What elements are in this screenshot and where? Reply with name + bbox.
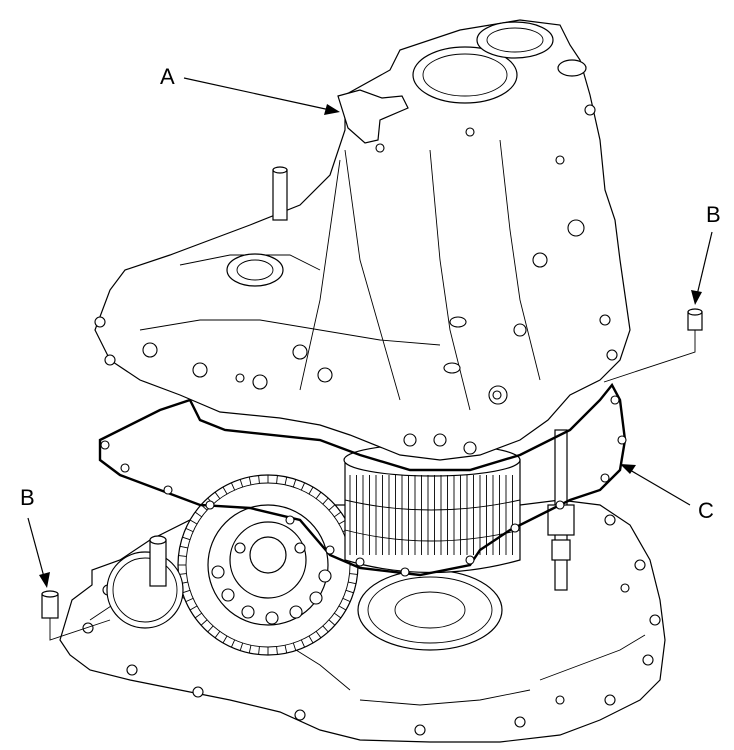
gear-tooth bbox=[200, 619, 208, 626]
gear-tooth bbox=[239, 479, 244, 488]
gear-hub-bolts bbox=[211, 542, 332, 625]
gear-tooth bbox=[182, 589, 191, 594]
gear-tooth bbox=[276, 475, 278, 484]
gear-tooth bbox=[258, 475, 260, 484]
callout-label-c: C bbox=[698, 498, 714, 523]
gasket-holes bbox=[100, 395, 627, 577]
gear-tooth bbox=[189, 519, 198, 525]
gear-tooth bbox=[258, 646, 260, 655]
gear-tooth bbox=[328, 619, 336, 626]
gear-tooth bbox=[322, 497, 329, 505]
gear-tooth bbox=[222, 635, 228, 644]
gear-tooth bbox=[214, 491, 221, 499]
dowel-pin-right bbox=[603, 308, 703, 383]
gear-tooth bbox=[349, 573, 358, 575]
gear-tooth bbox=[239, 642, 244, 651]
callout-label-b-left: B bbox=[20, 485, 35, 510]
gear-tooth bbox=[214, 631, 221, 639]
gear-tooth bbox=[292, 642, 297, 651]
gear-tooth bbox=[334, 612, 342, 619]
small-gear bbox=[106, 535, 184, 629]
gear-tooth bbox=[207, 625, 214, 633]
gear-tooth bbox=[230, 482, 236, 491]
gear-tooth bbox=[284, 476, 288, 485]
gear-tooth bbox=[194, 612, 202, 619]
gear-tooth bbox=[315, 491, 322, 499]
gear-tooth bbox=[300, 639, 306, 648]
callout-label-a: A bbox=[160, 64, 175, 89]
gear-tooth bbox=[248, 645, 252, 654]
gear-tooth bbox=[300, 482, 306, 491]
gear-tooth bbox=[276, 646, 278, 655]
gear-tooth bbox=[342, 597, 351, 603]
callout-c: C bbox=[620, 464, 714, 523]
gasket-c bbox=[98, 382, 627, 577]
gear-tooth bbox=[348, 581, 357, 585]
callout-a: A bbox=[160, 64, 340, 115]
gear-tooth bbox=[315, 631, 322, 639]
gear-tooth bbox=[308, 635, 314, 644]
gear-tooth bbox=[185, 597, 194, 603]
gear-tooth bbox=[178, 555, 187, 557]
gear-tooth bbox=[328, 504, 336, 511]
gear-tooth bbox=[308, 486, 314, 495]
callout-label-b-right: B bbox=[706, 202, 721, 227]
large-gear bbox=[177, 474, 359, 656]
dowel-pin-left bbox=[41, 590, 111, 641]
gear-tooth bbox=[222, 486, 228, 495]
lower-right-gear bbox=[357, 569, 503, 651]
gear-tooth bbox=[189, 605, 198, 611]
gear-tooth bbox=[194, 511, 202, 518]
gear-tooth bbox=[230, 639, 236, 648]
gear-tooth bbox=[179, 545, 188, 549]
gear-tooth bbox=[345, 589, 354, 594]
clutch-housing bbox=[94, 19, 631, 461]
callout-b-right: B bbox=[691, 202, 721, 305]
housing-bolts bbox=[94, 104, 618, 455]
gear-tooth bbox=[284, 645, 288, 654]
gear-tooth bbox=[185, 527, 194, 533]
gear-tooth bbox=[182, 536, 191, 541]
gear-tooth bbox=[322, 625, 329, 633]
gear-tooth bbox=[334, 511, 342, 518]
gear-tooth bbox=[248, 476, 252, 485]
gear-tooth bbox=[292, 479, 297, 488]
callout-b-left: B bbox=[20, 485, 50, 588]
gear-tooth bbox=[338, 605, 347, 611]
